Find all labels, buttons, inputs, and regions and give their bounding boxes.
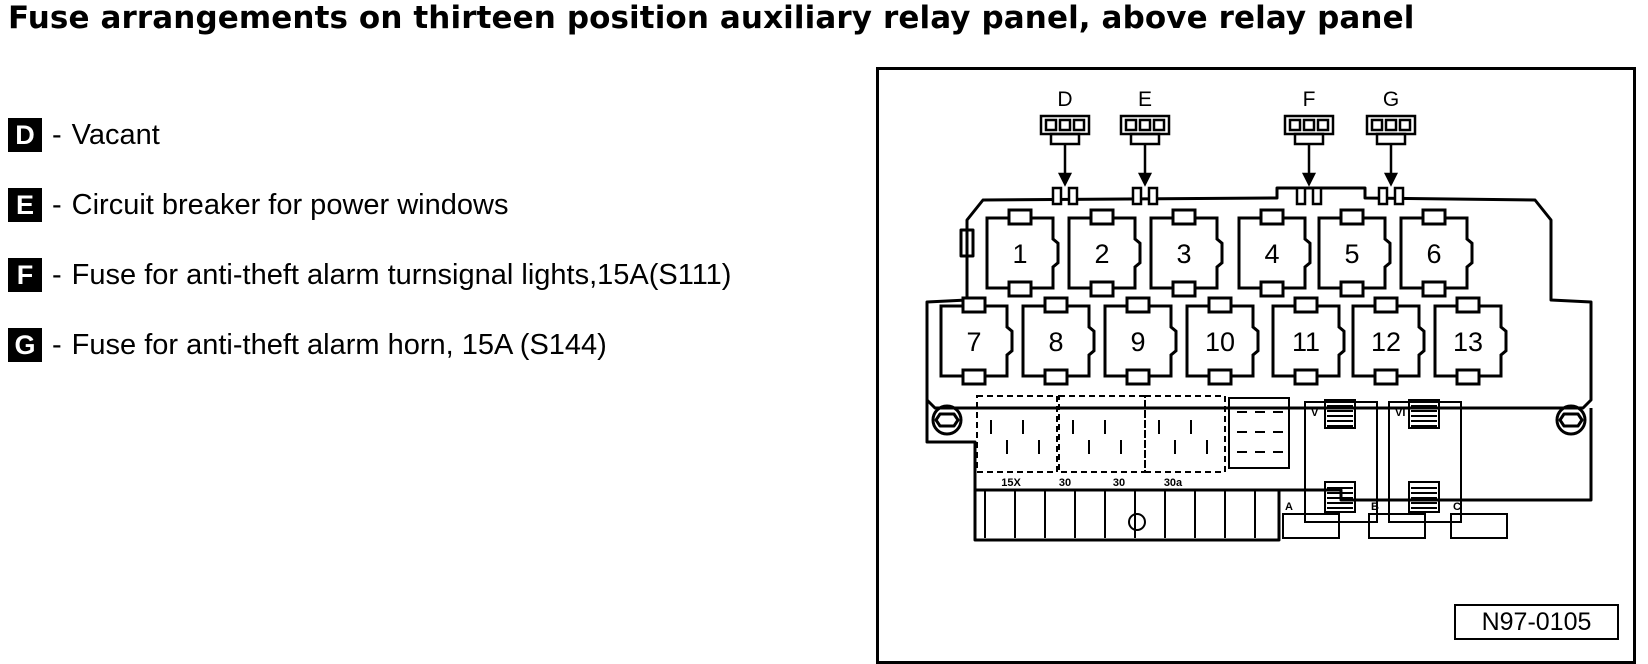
- legend-dash: -: [52, 188, 62, 221]
- relay-position-13-number: 13: [1453, 327, 1483, 357]
- legend-text-e: Circuit breaker for power windows: [71, 188, 509, 221]
- fuse-g: [1365, 114, 1417, 206]
- relay-position-10: [1185, 296, 1260, 386]
- fuse-label-f: F: [1303, 88, 1316, 111]
- relay-position-12: [1351, 296, 1426, 386]
- fuse-label-g: G: [1383, 88, 1399, 111]
- relay-position-10-number: 10: [1205, 327, 1235, 357]
- relay-position-13: [1433, 296, 1508, 386]
- relay-socket-1: [976, 395, 1058, 473]
- mount-bolt-left: [931, 404, 963, 436]
- relay-position-4-number: 4: [1264, 239, 1279, 269]
- multi-pin-socket: [1228, 397, 1290, 469]
- relay-panel-lower-housing: [925, 400, 1593, 542]
- terminal-label-1: 30: [1059, 477, 1071, 489]
- relay-position-7-number: 7: [966, 327, 981, 357]
- page-title: Fuse arrangements on thirteen position a…: [8, 0, 1415, 36]
- relay-position-5: [1317, 208, 1392, 298]
- connector-letter-b: B: [1371, 501, 1379, 513]
- relay-position-1: [985, 208, 1060, 298]
- legend-text-g: Fuse for anti-theft alarm horn, 15A (S14…: [71, 328, 607, 361]
- connector-v: [1304, 401, 1378, 523]
- relay-position-6-number: 6: [1426, 239, 1441, 269]
- legend-dash: -: [52, 258, 62, 291]
- relay-position-2: [1067, 208, 1142, 298]
- relay-position-4: [1237, 208, 1312, 298]
- figure-id: N97-0105: [1454, 604, 1619, 640]
- fuse-label-d: D: [1057, 88, 1072, 111]
- terminal-label-0: 15X: [1001, 477, 1021, 489]
- relay-position-3: [1149, 208, 1224, 298]
- relay-position-11: [1271, 296, 1346, 386]
- legend-text-d: Vacant: [71, 118, 160, 151]
- relay-position-8: [1021, 296, 1096, 386]
- relay-position-5-number: 5: [1344, 239, 1359, 269]
- relay-position-8-number: 8: [1048, 327, 1063, 357]
- legend-item-g: G - Fuse for anti-theft alarm horn, 15A …: [8, 328, 607, 362]
- relay-position-3-number: 3: [1176, 239, 1191, 269]
- side-clip: [959, 228, 975, 258]
- legend-key-e: E: [8, 188, 42, 222]
- legend-dash: -: [52, 118, 62, 151]
- connector-letter-c: C: [1453, 501, 1461, 513]
- plug-a: [1282, 513, 1340, 539]
- connector-numeral-v: V: [1311, 407, 1319, 419]
- fuse-f: [1283, 114, 1335, 206]
- legend-item-f: F - Fuse for anti-theft alarm turnsignal…: [8, 258, 731, 292]
- terminal-label-2: 30: [1113, 477, 1125, 489]
- legend-key-d: D: [8, 118, 42, 152]
- relay-position-9: [1103, 296, 1178, 386]
- relay-position-6: [1399, 208, 1474, 298]
- fuse-e: [1119, 114, 1171, 206]
- plug-c: [1450, 513, 1508, 539]
- terminal-label-3: 30a: [1164, 477, 1183, 489]
- relay-position-7: [939, 296, 1014, 386]
- relay-position-12-number: 12: [1371, 327, 1401, 357]
- legend-item-e: E - Circuit breaker for power windows: [8, 188, 508, 222]
- legend-key-g: G: [8, 328, 42, 362]
- fuse-label-e: E: [1138, 88, 1152, 111]
- connector-letter-a: A: [1285, 501, 1293, 513]
- relay-position-2-number: 2: [1094, 239, 1109, 269]
- relay-position-9-number: 9: [1130, 327, 1145, 357]
- legend-key-f: F: [8, 258, 42, 292]
- relay-panel-housing: [925, 186, 1593, 410]
- fuse-d: [1039, 114, 1091, 206]
- relay-socket-3: [1144, 395, 1226, 473]
- plug-b: [1368, 513, 1426, 539]
- ground-stud: [1128, 513, 1146, 531]
- legend-text-f: Fuse for anti-theft alarm turnsignal lig…: [71, 258, 732, 291]
- mount-bolt-right: [1555, 404, 1587, 436]
- relay-position-1-number: 1: [1012, 239, 1027, 269]
- legend-dash: -: [52, 328, 62, 361]
- legend-item-d: D - Vacant: [8, 118, 160, 152]
- connector-numeral-vi: VI: [1395, 407, 1405, 419]
- relay-position-11-number: 11: [1292, 327, 1320, 357]
